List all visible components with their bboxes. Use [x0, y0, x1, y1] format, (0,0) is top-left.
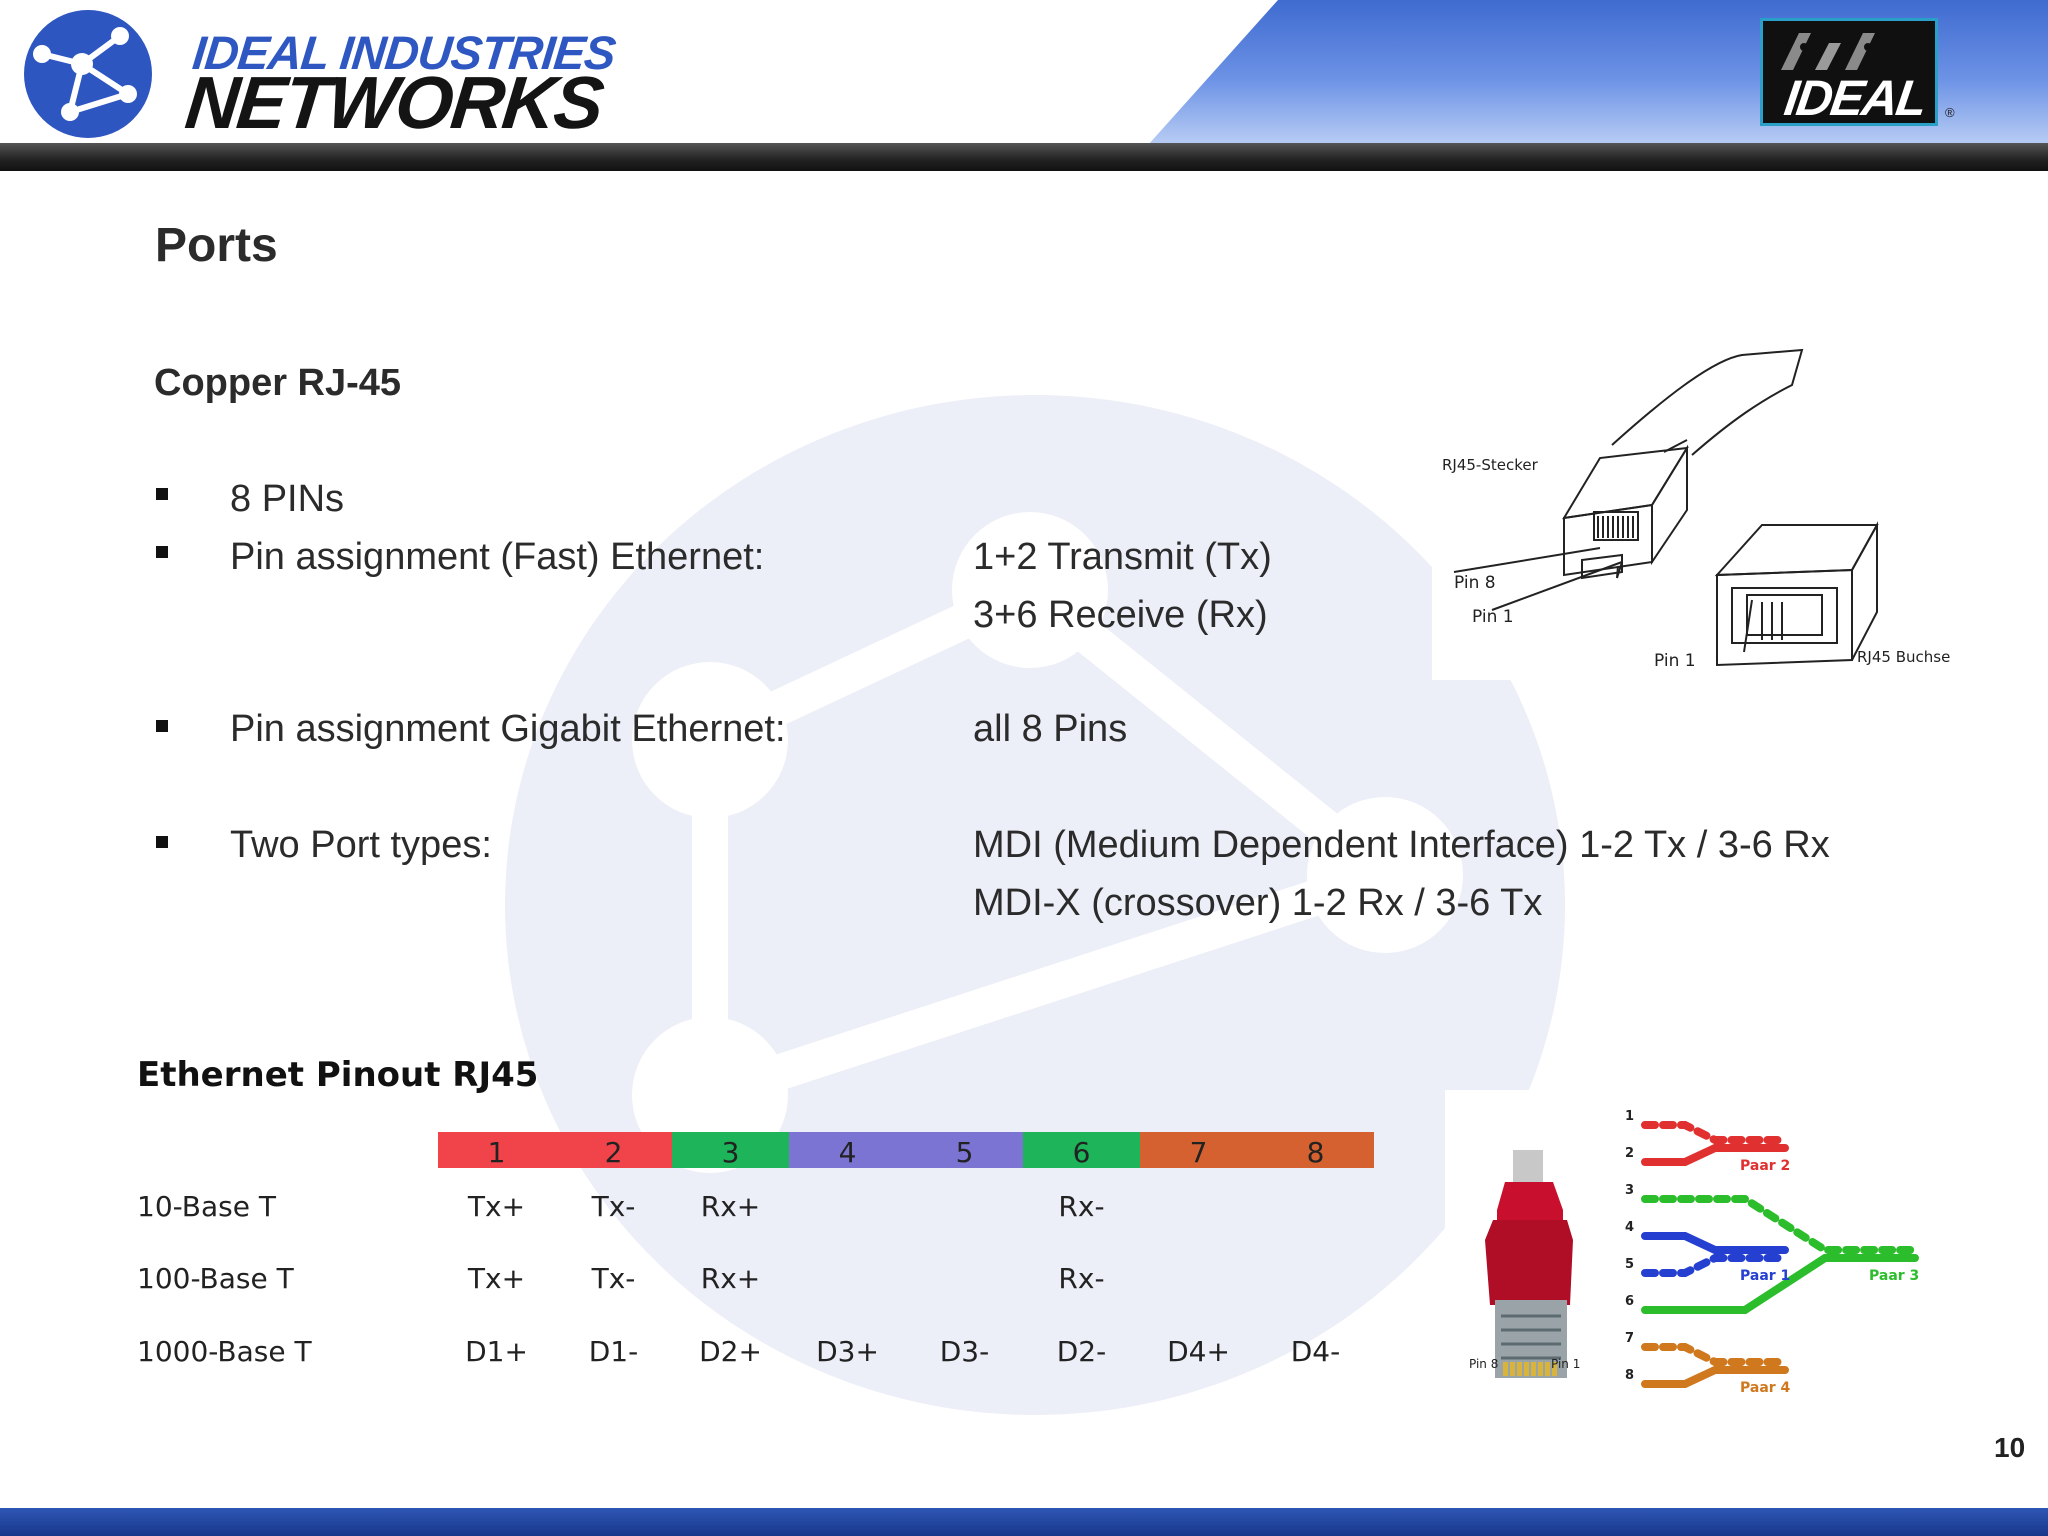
pair3-wires [1641, 1195, 1919, 1314]
bullet-port-types: Two Port types: [230, 824, 492, 866]
pinout-cell: Tx- [591, 1190, 636, 1223]
footer-blue-bar [0, 1508, 2048, 1536]
bullet-marker [156, 546, 168, 558]
pair2-wires [1641, 1121, 1789, 1166]
pair4-wires [1641, 1343, 1789, 1388]
port-type-mdi: MDI (Medium Dependent Interface) 1-2 Tx … [973, 824, 1830, 866]
pinout-cell: D2+ [699, 1335, 762, 1368]
pin-header-2: 2 [555, 1132, 672, 1169]
ideal-logo: IDEAL [1760, 18, 1938, 126]
wire-pin-number: 1 [1625, 1109, 1634, 1124]
fast-ethernet-receive: 3+6 Receive (Rx) [973, 594, 1268, 636]
wire-pin-number: 6 [1625, 1294, 1634, 1309]
pair1-label: Paar 1 [1740, 1268, 1790, 1284]
plug-pin1-text: Pin 1 [1551, 1357, 1580, 1371]
pinout-cell: Tx- [591, 1262, 636, 1295]
pinout-cell: Tx+ [467, 1190, 526, 1223]
registered-mark: ® [1945, 105, 1955, 120]
pinout-cell: Rx- [1058, 1190, 1105, 1223]
bullet-pin-count: 8 PINs [230, 478, 345, 520]
header-dark-bar [0, 143, 2048, 171]
plug-pin8-label: Pin 8 [1454, 573, 1496, 593]
pinout-cell: D4+ [1167, 1335, 1230, 1368]
pin-header-7: 7 [1140, 1132, 1257, 1169]
pin-header-1: 1 [438, 1132, 555, 1169]
pinout-header-row: 1 2 3 4 5 6 7 8 [438, 1132, 1374, 1169]
jack-pin1-label: Pin 1 [1654, 651, 1696, 671]
wire-pin-number: 4 [1625, 1220, 1634, 1235]
rj45-wiring-diagram: Pin 8 Pin 1 1 2 3 4 5 6 7 8 [1445, 1090, 1945, 1420]
pin-header-8: 8 [1257, 1132, 1374, 1169]
gigabit-ethernet-pins: all 8 Pins [973, 708, 1128, 750]
row-label-10base: 10-Base T [137, 1190, 276, 1223]
pair3-label: Paar 3 [1869, 1268, 1919, 1284]
bullet-marker [156, 836, 168, 848]
slide-title: Ports [155, 219, 278, 272]
page-number: 10 [1994, 1432, 2026, 1463]
bullet-fast-ethernet: Pin assignment (Fast) Ethernet: [230, 536, 765, 578]
pair4-label: Paar 4 [1740, 1380, 1791, 1396]
pinout-title: Ethernet Pinout RJ45 [137, 1055, 539, 1095]
port-type-mdix: MDI-X (crossover) 1-2 Rx / 3-6 Tx [973, 882, 1543, 924]
pinout-cell: Tx+ [467, 1262, 526, 1295]
wire-pin-number: 7 [1625, 1331, 1634, 1346]
jack-label: RJ45 Buchse [1857, 648, 1950, 666]
plug-pin1-label: Pin 1 [1472, 607, 1514, 627]
pin-header-3: 3 [672, 1132, 789, 1169]
wire-pin-number: 5 [1625, 1257, 1634, 1272]
pin-header-5: 5 [906, 1132, 1023, 1169]
plug-pin8-text: Pin 8 [1469, 1357, 1498, 1371]
ideal-logo-mark-icon [1781, 33, 1875, 70]
wire-pin-number: 2 [1625, 1146, 1634, 1161]
pinout-cell: D1- [588, 1335, 639, 1368]
pinout-cell: D4- [1290, 1335, 1341, 1368]
pair1-wires [1641, 1232, 1789, 1277]
wire-pin-number: 3 [1625, 1183, 1634, 1198]
wire-pin-number: 8 [1625, 1368, 1634, 1383]
bullet-marker [156, 720, 168, 732]
row-label-1000base: 1000-Base T [137, 1335, 312, 1368]
row-label-100base: 100-Base T [137, 1262, 294, 1295]
pinout-cell: D3- [939, 1335, 990, 1368]
pinout-cell: Rx- [1058, 1262, 1105, 1295]
rj45-plug-icon [1485, 1150, 1573, 1378]
pair2-label: Paar 2 [1740, 1158, 1790, 1174]
pinout-cell: Rx+ [700, 1190, 761, 1223]
slide-subtitle: Copper RJ-45 [154, 362, 402, 404]
pin-header-4: 4 [789, 1132, 906, 1169]
network-logo-icon [24, 10, 152, 138]
rj45-connector-illustration: RJ45-Stecker Pin 8 Pin 1 Pin 1 RJ45 Buch… [1432, 340, 1972, 680]
plug-label: RJ45-Stecker [1442, 456, 1539, 474]
pinout-cell: Rx+ [700, 1262, 761, 1295]
bullet-marker [156, 488, 168, 500]
pinout-cell: D1+ [465, 1335, 528, 1368]
pin-header-6: 6 [1023, 1132, 1140, 1169]
fast-ethernet-transmit: 1+2 Transmit (Tx) [973, 536, 1272, 578]
pinout-cell: D2- [1056, 1335, 1107, 1368]
pinout-cell: D3+ [816, 1335, 879, 1368]
slide-header [0, 0, 2048, 145]
bullet-gigabit-ethernet: Pin assignment Gigabit Ethernet: [230, 708, 786, 750]
